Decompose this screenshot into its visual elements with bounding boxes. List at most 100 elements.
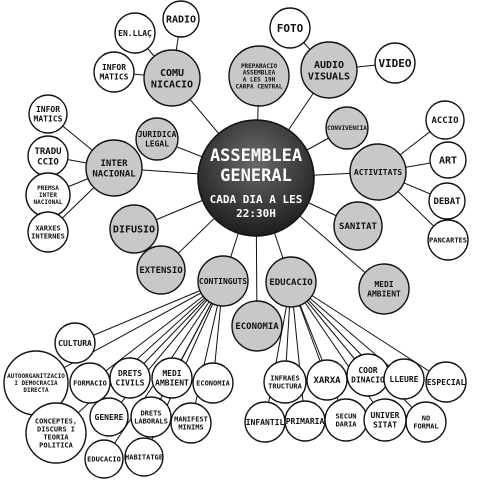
node-label: ACCIO [431, 116, 459, 126]
node-label: SECUN [335, 412, 356, 420]
node-label: ECONOMIA [196, 379, 231, 387]
node-label: HABITATGE [125, 453, 163, 461]
node-label: CULTURA [58, 339, 92, 348]
node-continguts[interactable]: CONTINGUTS [197, 255, 249, 307]
node-difusio[interactable]: DIFUSIO [109, 204, 159, 254]
node-label: CIVILS [116, 378, 145, 387]
node-label: INFRAES [270, 374, 300, 382]
node-circle [263, 360, 307, 404]
node-label: MANIFEST [174, 415, 208, 423]
node-circle [135, 117, 179, 161]
node-label: INTER [39, 192, 57, 199]
node-label: MATICS [100, 72, 129, 81]
node-art[interactable]: ART [429, 141, 467, 179]
node-economia[interactable]: ECONOMIA [231, 300, 283, 352]
node-label: CCIO [37, 157, 59, 167]
hub-title-line2: GENERAL [220, 166, 292, 186]
node-label: XARXA [313, 376, 341, 386]
node-accio[interactable]: ACCIO [425, 100, 465, 140]
node-label: DISCURS I [37, 425, 75, 433]
node-especial[interactable]: ESPECIAL [425, 361, 467, 403]
hub-circle [197, 119, 315, 237]
node-circle [89, 397, 129, 437]
node-activitats[interactable]: ACTIVITATS [349, 143, 407, 201]
node-circle [109, 204, 159, 254]
node-enllac[interactable]: EN.LLAÇ [114, 12, 156, 54]
node-circle [425, 100, 465, 140]
connector-educacio-universitat [290, 281, 386, 421]
node-label: JURIDICA [138, 130, 177, 139]
topic-nodes: COMUNICACIORADIOEN.LLAÇINFORMATICSPREPAR… [3, 0, 469, 479]
hub-subtitle-line2: 22:30H [236, 207, 276, 220]
node-label: NO [422, 414, 430, 422]
node-video[interactable]: VIDEO [374, 42, 416, 84]
node-label: UNIVER [371, 411, 400, 420]
node-pancartes[interactable]: PANCARTES [427, 219, 469, 261]
node-label: INFANTIL [246, 418, 285, 427]
node-label: LEGAL [145, 139, 169, 148]
node-label: DRETS [118, 369, 142, 378]
node-label: SITAT [373, 420, 397, 429]
node-habitatge[interactable]: HABITATGE [124, 437, 164, 477]
node-foto[interactable]: FOTO [269, 7, 311, 49]
node-economia-small[interactable]: ECONOMIA [192, 362, 234, 404]
hub-node[interactable]: ASSEMBLEA GENERAL CADA DIA A LES 22:30H [197, 119, 315, 237]
node-label: INTER [100, 159, 128, 169]
node-sanitat[interactable]: SANITAT [333, 201, 383, 251]
node-label: VISUALS [308, 71, 350, 82]
node-infantil[interactable]: INFANTIL [244, 401, 286, 443]
node-lleure[interactable]: LLEURE [383, 358, 425, 400]
node-educacio[interactable]: EDUCACIO [265, 256, 317, 308]
node-label: TRADU [34, 147, 61, 157]
node-circle [54, 322, 96, 364]
node-label: XARXES [35, 224, 60, 232]
node-extensio[interactable]: EXTENSIO [136, 245, 186, 295]
connector-continguts-conceptes [55, 280, 224, 434]
node-label: CONCEPTES, [35, 417, 77, 425]
node-formacio[interactable]: FORMACIO [69, 362, 111, 404]
node-label: DRETS [140, 409, 161, 417]
node-circle [228, 45, 290, 107]
node-circle [349, 143, 407, 201]
node-cultura[interactable]: CULTURA [54, 322, 96, 364]
node-radio[interactable]: RADIO [162, 0, 200, 38]
node-genere[interactable]: GENERE [89, 397, 129, 437]
node-circle [325, 106, 369, 150]
node-label: PANCARTES [429, 236, 467, 244]
node-educacio-small[interactable]: EDUCACIO [84, 439, 124, 479]
node-label: MINIMS [178, 423, 203, 431]
node-circle [93, 51, 135, 93]
node-primaria[interactable]: PRIMARIA [284, 400, 326, 442]
node-convivencia[interactable]: CONVIVENCIA [325, 106, 369, 150]
connector-continguts-cultura [74, 280, 224, 344]
node-circle [427, 219, 469, 261]
node-circle [136, 245, 186, 295]
node-label: ECONOMIA [235, 322, 279, 332]
node-debat[interactable]: DEBAT [428, 182, 466, 220]
node-xarxa[interactable]: XARXA [306, 359, 348, 401]
node-label: DIRECTA [23, 387, 49, 394]
